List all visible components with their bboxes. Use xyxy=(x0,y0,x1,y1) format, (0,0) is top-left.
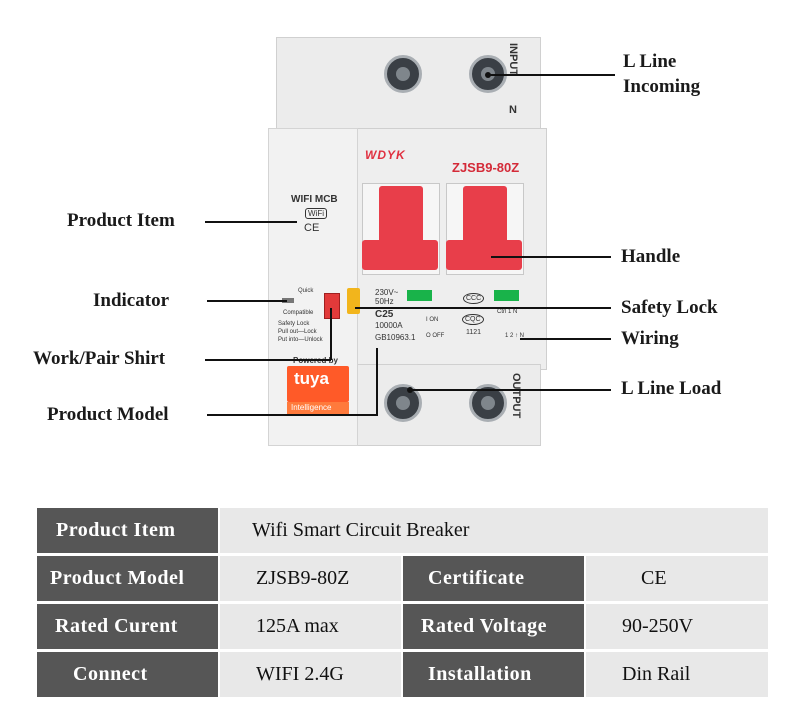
table-row: Product Model ZJSB9-80Z Certificate CE xyxy=(37,556,768,601)
breaker-illustration: INPUT N WDYK ZJSB9-80Z WIFI MCB WiFi CE … xyxy=(33,37,722,446)
label-product-model: Product Model xyxy=(47,404,169,425)
callout-line-input xyxy=(490,74,615,76)
intelligence-text: Intelligence xyxy=(291,403,332,412)
rating-voltage: 230V~ xyxy=(375,288,399,297)
table-value-cell: WIFI 2.4G xyxy=(220,652,401,697)
status-window-right xyxy=(494,290,519,301)
callout-line-work-pair xyxy=(205,359,331,361)
model-label: ZJSB9-80Z xyxy=(452,160,520,175)
table-header-cell: Certificate xyxy=(403,556,584,601)
module-title: WIFI MCB xyxy=(291,194,338,205)
output-label: OUTPUT xyxy=(510,373,522,419)
table-value-cell: ZJSB9-80Z xyxy=(220,556,401,601)
callout-vline-work-pair xyxy=(330,308,332,360)
cqc-mark: CQC xyxy=(462,314,484,325)
table-value-cell: Wifi Smart Circuit Breaker xyxy=(220,508,768,553)
callout-dot-load xyxy=(407,387,413,393)
label-wiring: Wiring xyxy=(621,328,679,349)
table-header-cell: Rated Voltage xyxy=(403,604,584,649)
label-safety-lock: Safety Lock xyxy=(621,297,718,318)
label-l-line-incoming-2: Incoming xyxy=(623,76,701,97)
safety-lock-tab[interactable] xyxy=(347,288,360,314)
rating-curve: C25 xyxy=(375,309,394,320)
table-header-cell: Installation xyxy=(403,652,584,697)
callout-line-product-item xyxy=(205,221,297,223)
wifi-badge: WiFi xyxy=(305,208,327,219)
table-header-cell: Product Model xyxy=(37,556,218,601)
table-header-cell: Rated Curent xyxy=(37,604,218,649)
table-row: Rated Curent 125A max Rated Voltage 90-2… xyxy=(37,604,768,649)
label-work-pair: Work/Pair Shirt xyxy=(33,348,166,369)
wiring-label-2: 1 2 ↑ N xyxy=(505,333,525,339)
brand-logo: WDYK xyxy=(365,148,406,162)
table-value-cell: CE xyxy=(586,556,768,601)
callout-vline-model xyxy=(376,348,378,415)
handle-bar-left[interactable] xyxy=(362,240,438,270)
callout-line-load xyxy=(412,389,611,391)
quick-text: Quick xyxy=(298,288,314,294)
callout-line-wiring xyxy=(520,338,611,340)
safety-line-3: Put into—Unlock xyxy=(278,337,323,343)
table-header-cell: Connect xyxy=(37,652,218,697)
table-header-cell: Product Item xyxy=(37,508,218,553)
indicator-light xyxy=(282,298,294,303)
wiring-label: Ctrl 1 N xyxy=(497,309,518,315)
table-value-cell: Din Rail xyxy=(586,652,768,697)
callout-line-model xyxy=(207,414,378,416)
on-label: I ON xyxy=(426,317,439,323)
callout-line-indicator xyxy=(207,300,287,302)
handle-bar-right[interactable] xyxy=(446,240,522,270)
safety-line-2: Pull out—Lock xyxy=(278,329,317,335)
callout-line-handle xyxy=(491,256,611,258)
label-l-line-incoming-1: L Line xyxy=(623,51,677,72)
label-l-line-load: L Line Load xyxy=(621,378,722,399)
safety-line-1: Safety Lock xyxy=(278,321,310,327)
table-row: Connect WIFI 2.4G Installation Din Rail xyxy=(37,652,768,697)
rating-breaking: 10000A xyxy=(375,321,403,330)
input-n-label: N xyxy=(509,104,517,116)
cert-number: 1121 xyxy=(466,329,482,336)
rating-freq: 50Hz xyxy=(375,297,394,306)
label-product-item: Product Item xyxy=(67,210,175,231)
handle-right[interactable] xyxy=(463,186,507,246)
rating-standard: GB10963.1 xyxy=(375,333,416,342)
ce-mark: CE xyxy=(304,222,320,234)
ccc-mark: CCC xyxy=(463,293,485,304)
callout-line-safety-lock xyxy=(355,307,611,309)
off-label: O OFF xyxy=(426,333,445,339)
label-handle: Handle xyxy=(621,246,681,267)
table-value-cell: 125A max xyxy=(220,604,401,649)
table-value-cell: 90-250V xyxy=(586,604,768,649)
work-pair-switch[interactable] xyxy=(324,293,340,319)
input-screw-left xyxy=(384,55,422,93)
input-label: INPUT xyxy=(507,43,519,76)
handle-left[interactable] xyxy=(379,186,423,246)
callout-dot-input xyxy=(485,72,491,78)
label-indicator: Indicator xyxy=(93,290,169,311)
tuya-panel xyxy=(287,366,349,402)
intelligence-panel xyxy=(287,402,349,416)
compatible-text: Compatible xyxy=(283,310,314,316)
status-window-left xyxy=(407,290,432,301)
tuya-logo: tuya xyxy=(294,369,329,388)
table-row: Product Item Wifi Smart Circuit Breaker xyxy=(37,508,768,553)
